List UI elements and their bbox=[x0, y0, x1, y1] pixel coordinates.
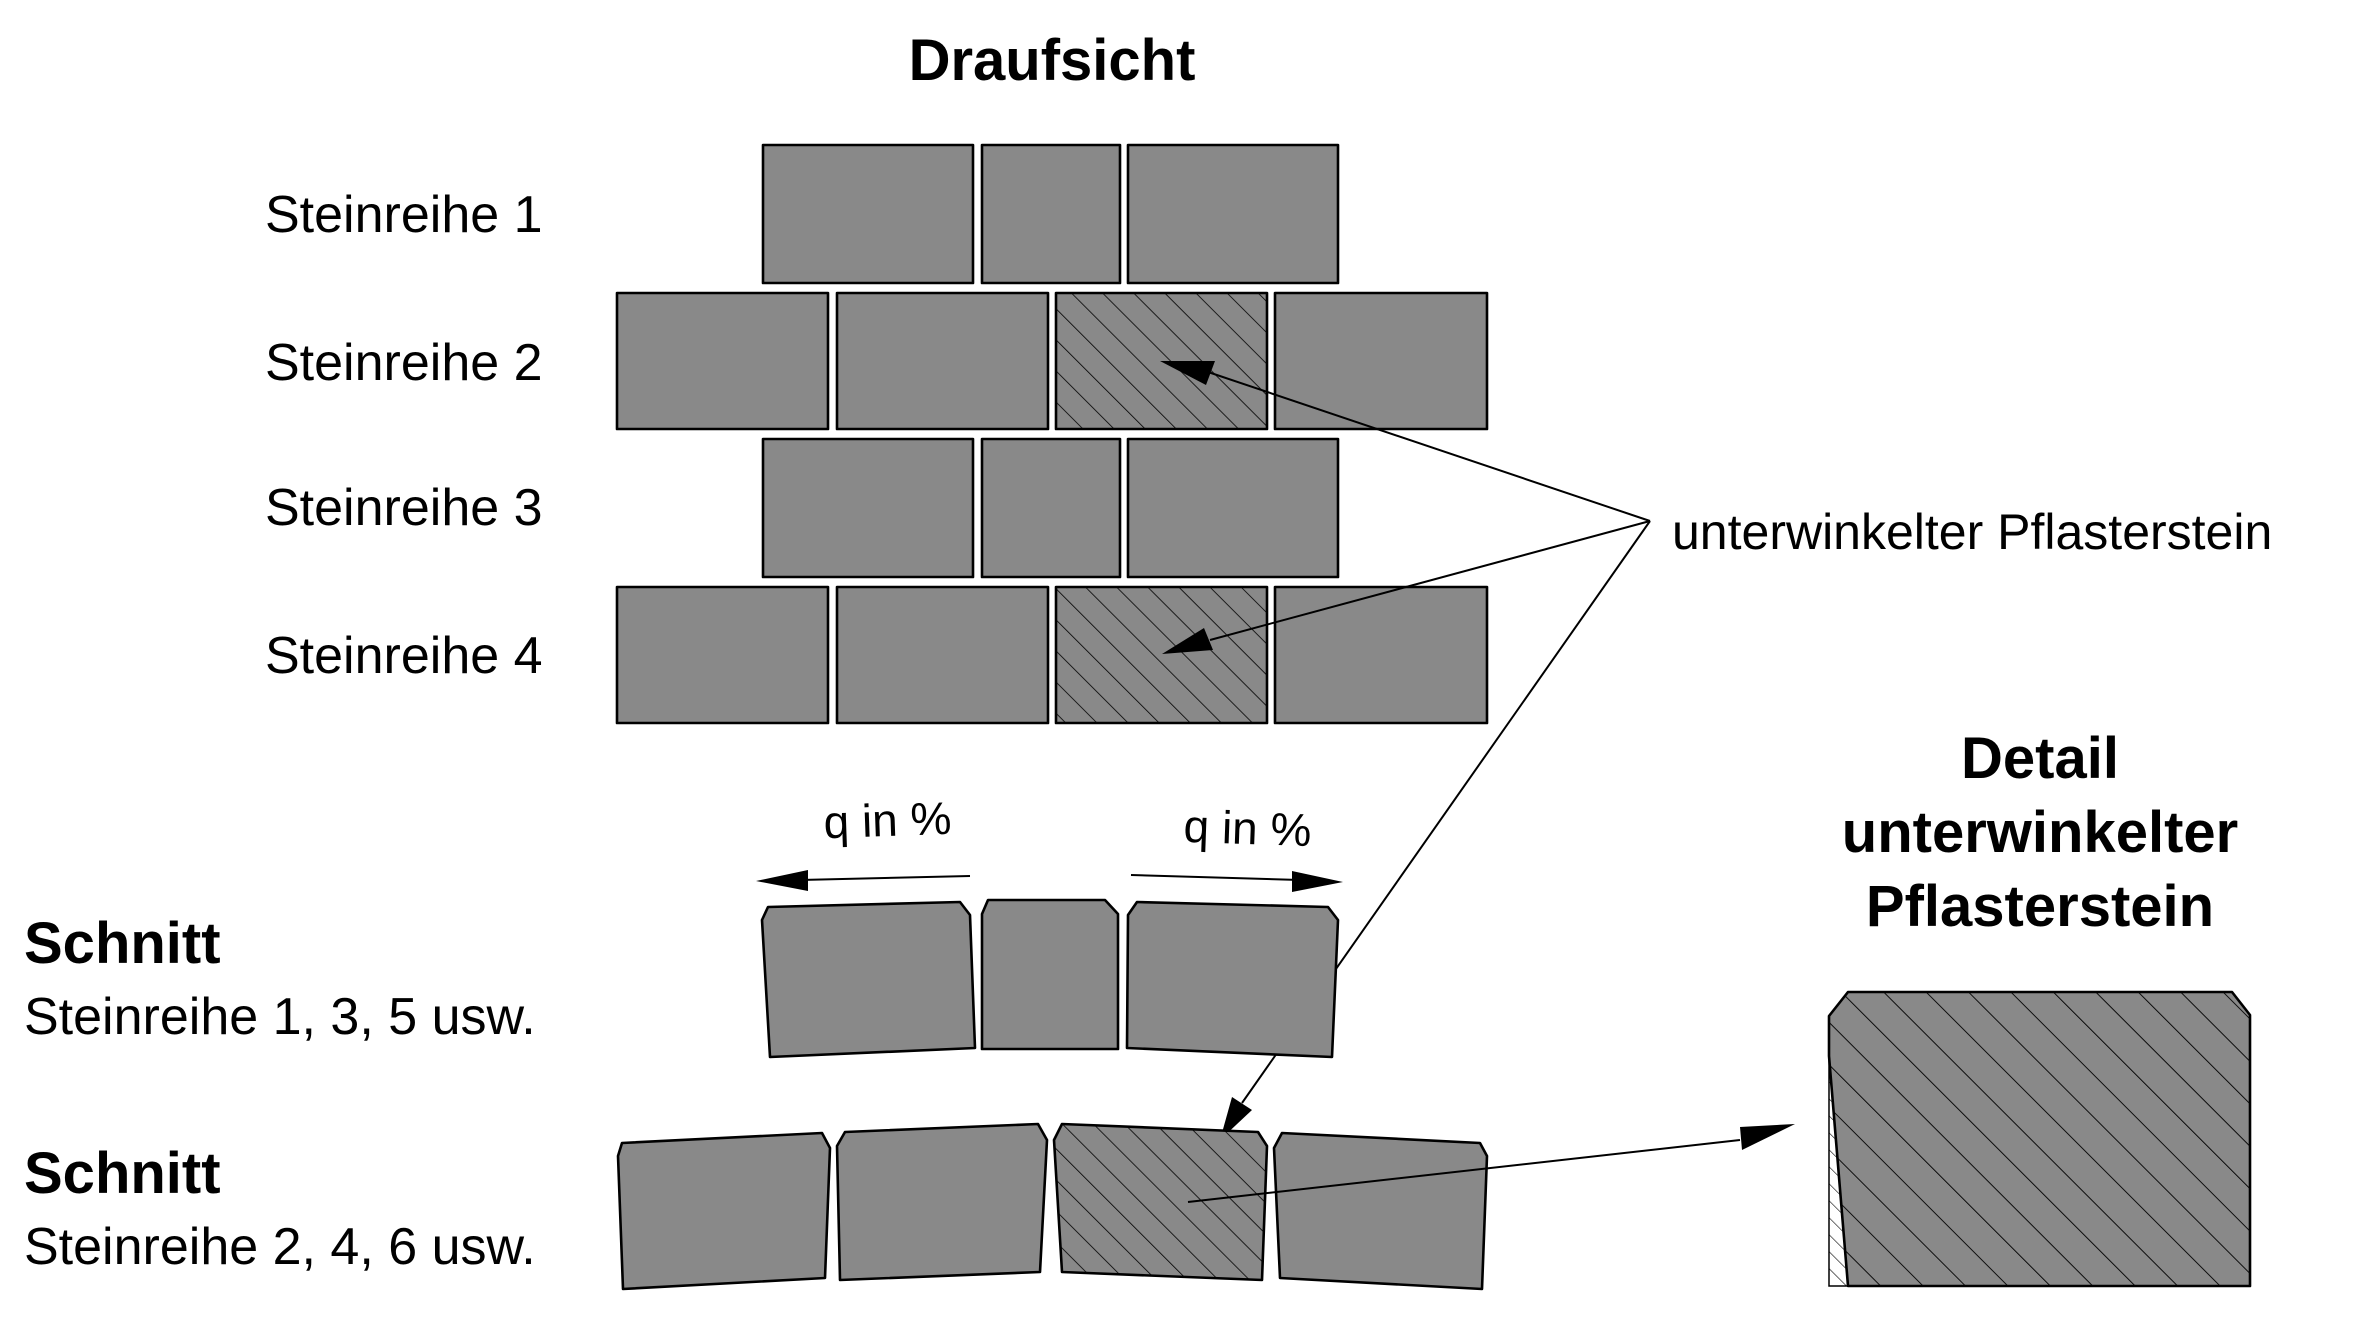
slope-label-right: q in % bbox=[1183, 800, 1313, 856]
paving-stone-section bbox=[1272, 1131, 1489, 1291]
row-label-3: Steinreihe 3 bbox=[265, 479, 543, 537]
paving-stone-section bbox=[835, 1122, 1049, 1282]
top-row-4 bbox=[615, 585, 1489, 725]
slope-arrow-left bbox=[756, 870, 971, 891]
section-row-odd bbox=[760, 898, 1340, 1059]
top-row-3 bbox=[761, 437, 1340, 579]
section-odd-title: Schnitt bbox=[24, 911, 221, 976]
paving-stone bbox=[1126, 143, 1340, 285]
top-row-1 bbox=[761, 143, 1340, 285]
paving-stone-section bbox=[1125, 900, 1340, 1059]
paving-stone bbox=[1273, 291, 1489, 431]
paving-stone bbox=[980, 437, 1122, 579]
top-row-2 bbox=[615, 291, 1489, 431]
callout-label: unterwinkelter Pflasterstein bbox=[1672, 504, 2272, 560]
paving-stone bbox=[615, 291, 830, 431]
detail-title-line-1: Detail bbox=[1961, 726, 2119, 791]
paving-stone bbox=[1273, 585, 1489, 725]
section-even-subtitle: Steinreihe 2, 4, 6 usw. bbox=[24, 1218, 536, 1276]
detail-tilted-stone bbox=[1827, 990, 2252, 1288]
tilted-paving-stone bbox=[1054, 585, 1269, 725]
paving-stone bbox=[761, 437, 975, 579]
paving-stone bbox=[835, 291, 1050, 431]
section-even-title: Schnitt bbox=[24, 1141, 221, 1206]
arrowhead bbox=[1220, 1097, 1252, 1140]
detail-stone bbox=[1827, 990, 2252, 1288]
section-row-even bbox=[616, 1122, 1489, 1291]
slope-arrow-right bbox=[1130, 871, 1343, 892]
row-label-4: Steinreihe 4 bbox=[265, 627, 543, 685]
paving-stone bbox=[980, 143, 1122, 285]
arrowhead bbox=[1740, 1124, 1795, 1150]
paving-stone-section bbox=[616, 1131, 832, 1291]
detail-title-line-3: Pflasterstein bbox=[1866, 874, 2214, 939]
arrowhead bbox=[756, 870, 808, 891]
arrowhead bbox=[1292, 871, 1343, 892]
arrowhead bbox=[1160, 361, 1215, 385]
paving-stone bbox=[615, 585, 830, 725]
paving-stone bbox=[1126, 437, 1340, 579]
paving-stone bbox=[761, 143, 975, 285]
section-odd-subtitle: Steinreihe 1, 3, 5 usw. bbox=[24, 988, 536, 1046]
row-label-2: Steinreihe 2 bbox=[265, 334, 543, 392]
top-view-title: Draufsicht bbox=[909, 28, 1196, 93]
paving-stone bbox=[835, 585, 1050, 725]
row-label-1: Steinreihe 1 bbox=[265, 186, 543, 244]
paving-stone-section bbox=[760, 900, 977, 1059]
detail-leader bbox=[1187, 1124, 1795, 1203]
arrowhead bbox=[1162, 628, 1213, 654]
detail-title-line-2: unterwinkelter bbox=[1842, 800, 2238, 865]
paving-stone-section bbox=[980, 898, 1120, 1051]
slope-label-left: q in % bbox=[823, 792, 953, 848]
tilted-paving-stone-section bbox=[1052, 1122, 1269, 1282]
